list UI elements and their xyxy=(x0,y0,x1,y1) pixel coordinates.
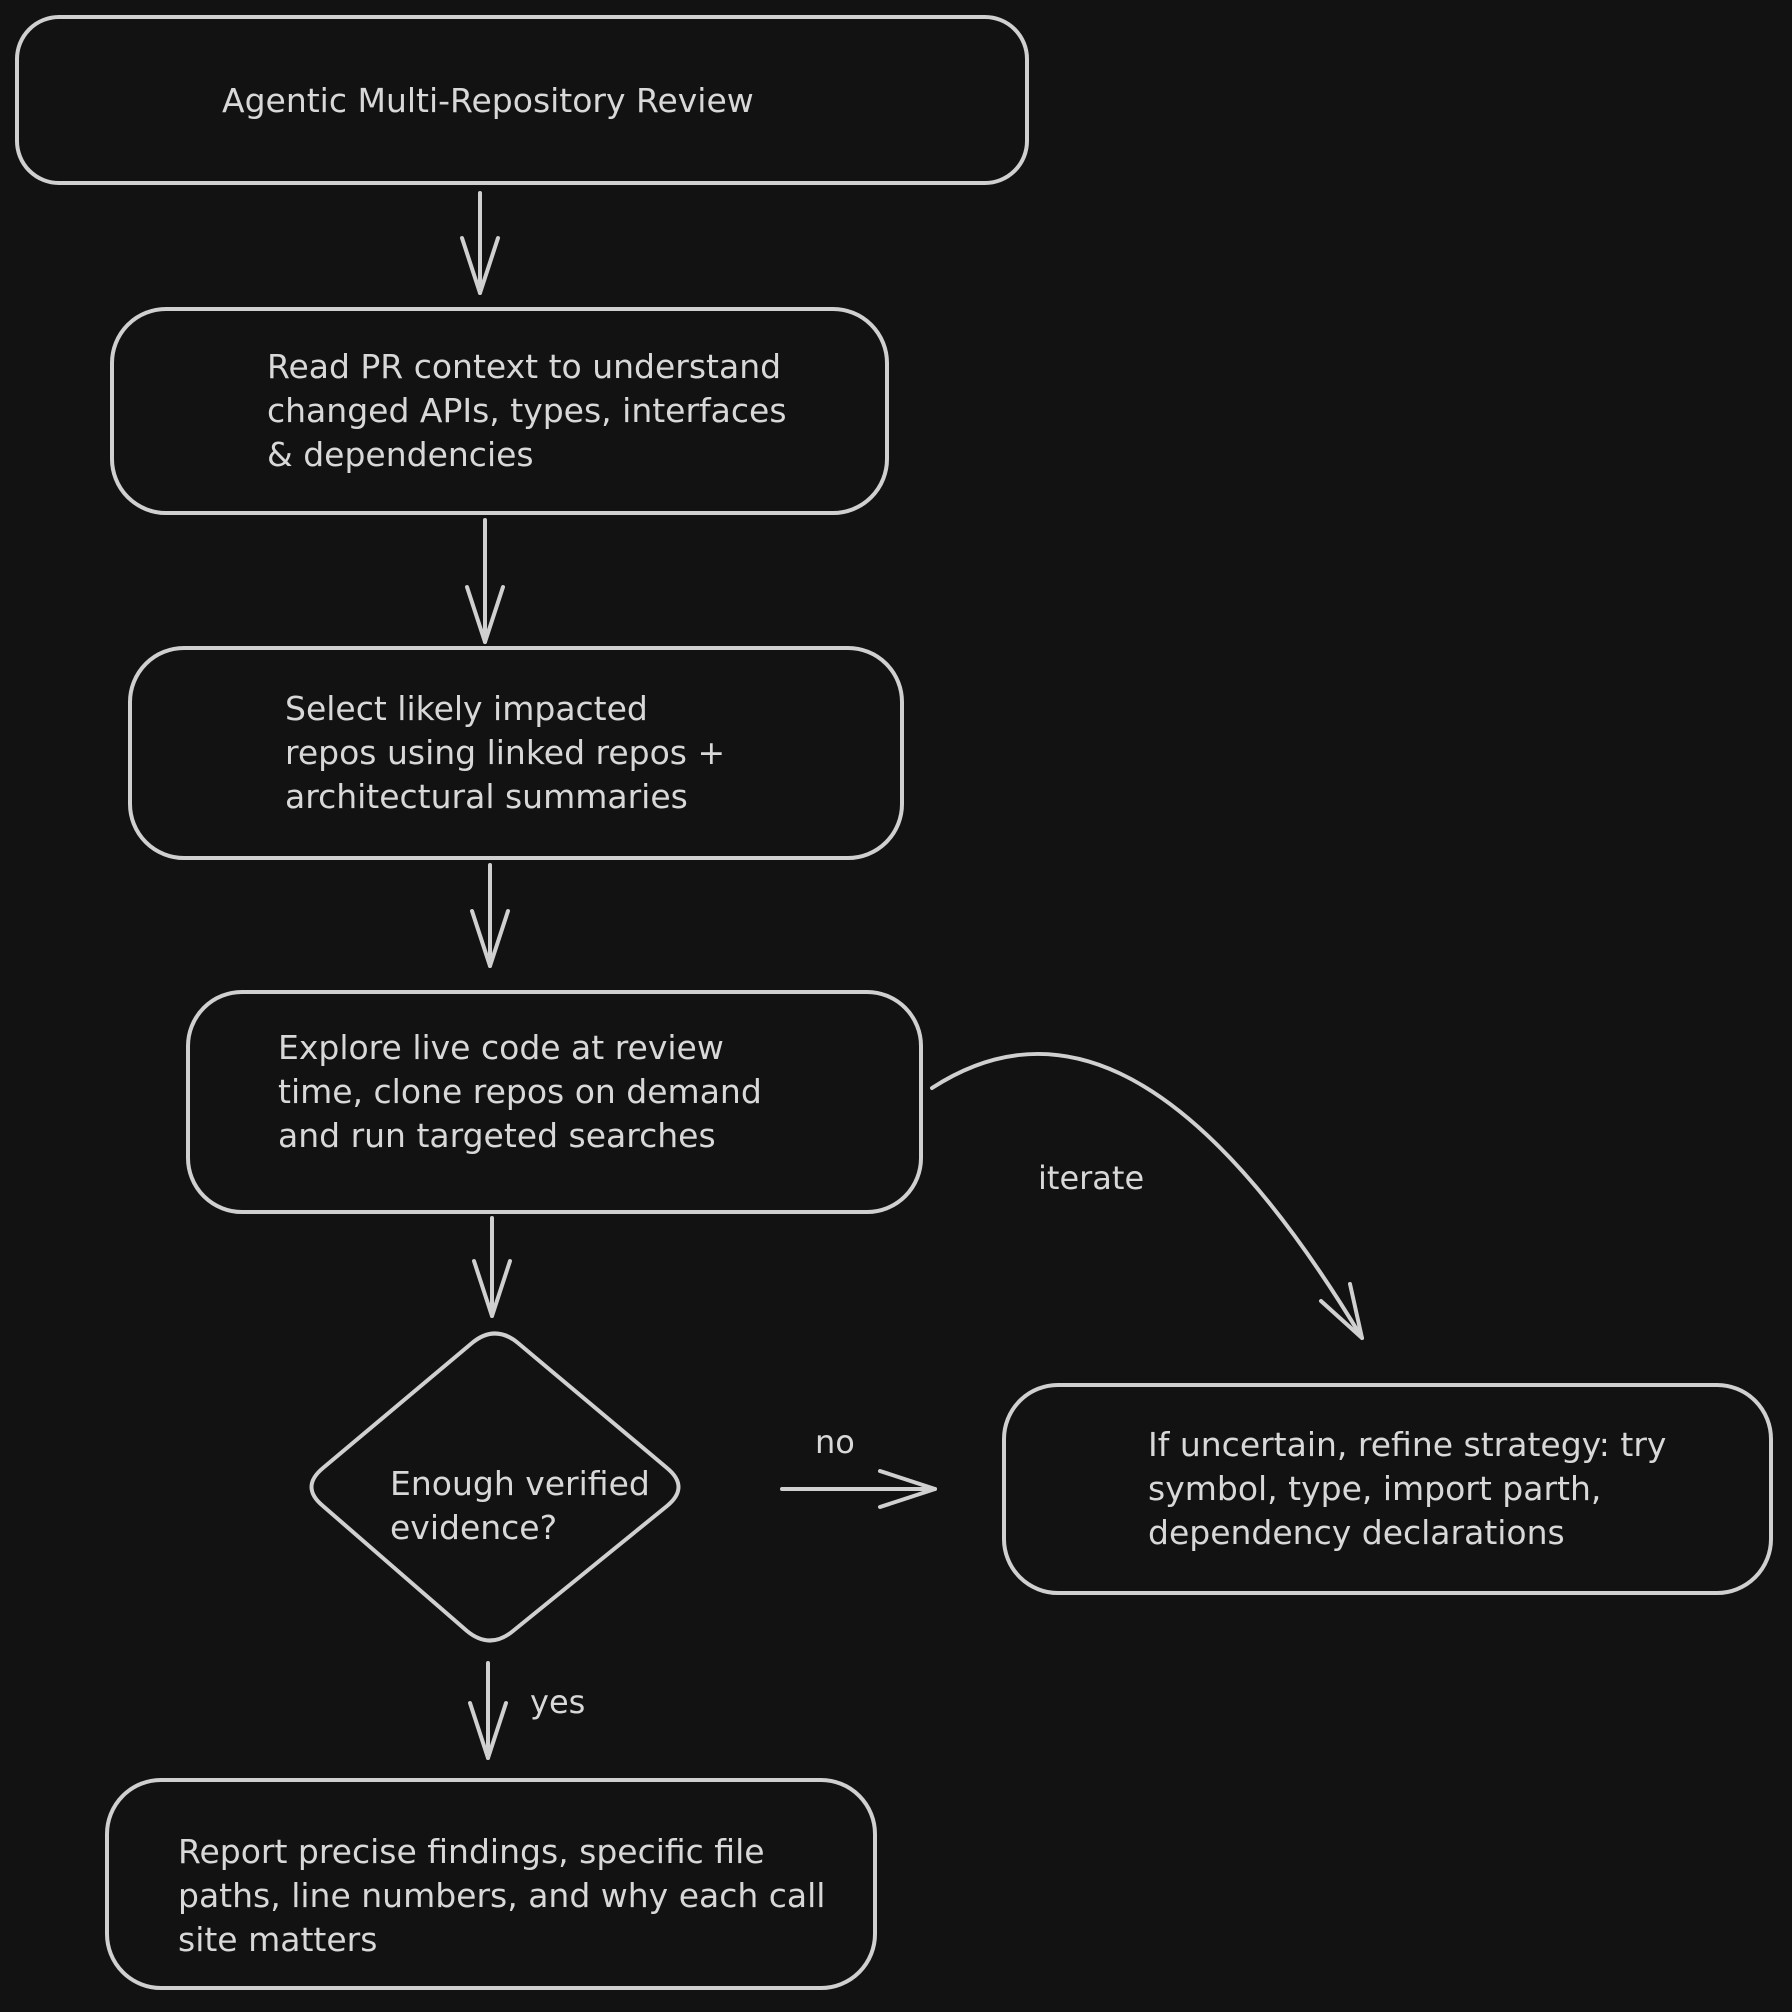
node-report-findings xyxy=(105,1778,877,1990)
node-select-repos xyxy=(128,646,904,860)
node-refine-strategy xyxy=(1002,1383,1773,1595)
arrow-iterate-curve xyxy=(930,1052,1364,1340)
decision-diamond xyxy=(309,1331,681,1643)
arrow-decision-to-refine xyxy=(780,1469,937,1509)
node-refine-strategy-text: If uncertain, refine strategy: try symbo… xyxy=(1148,1425,1667,1552)
node-title xyxy=(15,15,1029,185)
arrow-read-pr-to-select xyxy=(465,518,505,644)
arrow-select-to-explore xyxy=(470,863,510,968)
edge-label-no: no xyxy=(815,1423,855,1461)
node-decision-text: Enough verified evidence? xyxy=(390,1464,650,1547)
node-report-findings-text: Report precise findings, specific file p… xyxy=(178,1832,826,1959)
arrow-title-to-read-pr xyxy=(460,191,500,295)
edge-label-iterate: iterate xyxy=(1038,1159,1145,1197)
arrow-explore-to-decision xyxy=(472,1216,512,1318)
node-read-pr-context xyxy=(110,307,889,515)
node-explore-live-code-text: Explore live code at review time, clone … xyxy=(278,1028,762,1155)
node-select-repos-text: Select likely impacted repos using linke… xyxy=(285,689,726,816)
node-explore-live-code xyxy=(186,990,923,1214)
edge-label-yes: yes xyxy=(530,1683,586,1721)
arrow-decision-to-report xyxy=(468,1661,508,1760)
node-title-text: Agentic Multi-Repository Review xyxy=(222,81,754,120)
node-read-pr-context-text: Read PR context to understand changed AP… xyxy=(267,347,787,474)
